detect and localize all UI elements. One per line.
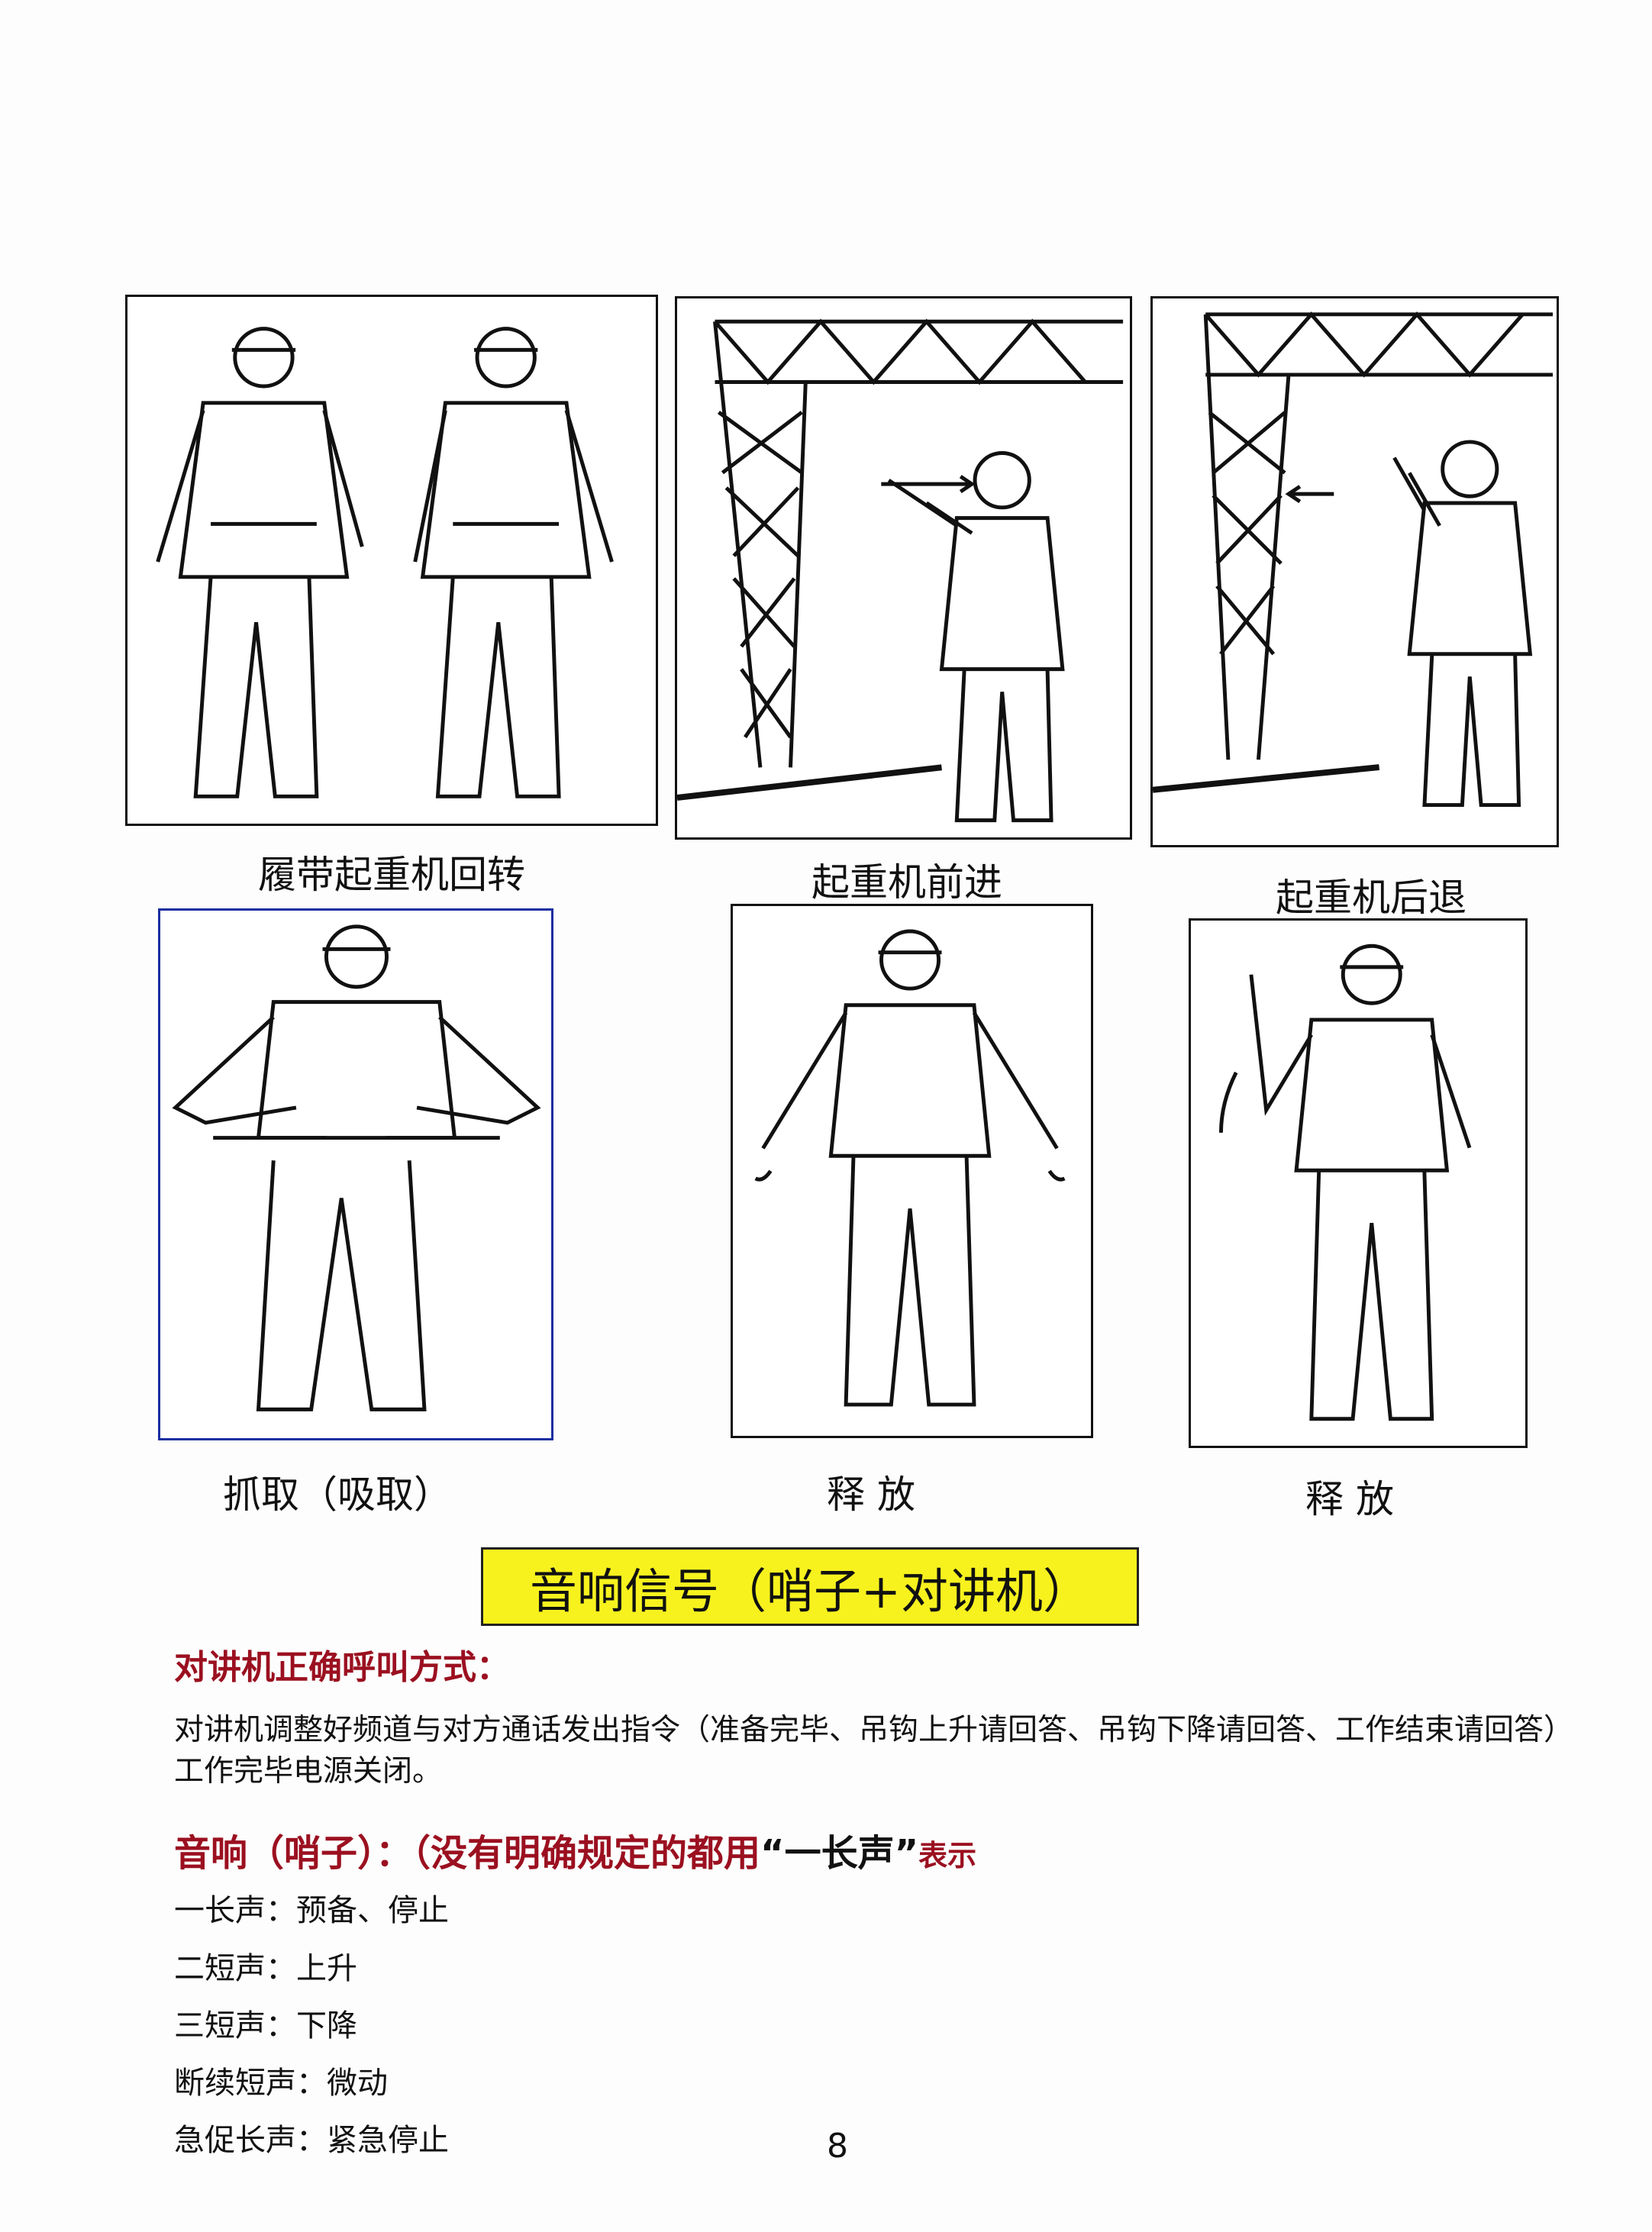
radio-call-text: 对讲机调整好频道与对方通话发出指令（准备完毕、吊钩上升请回答、吊钩下降请回答、工… xyxy=(174,1713,1559,1789)
gantry-signaler-drawing xyxy=(1153,311,1554,808)
signaler-drawing xyxy=(172,924,541,1411)
whistle-item: 急促长声：紧急停止 xyxy=(174,2123,449,2158)
page-number: 8 xyxy=(827,2127,848,2166)
illustration-release-2 xyxy=(1189,918,1528,1448)
two-signalers-drawing xyxy=(156,327,614,798)
whistle-heading-suffix: 表示 xyxy=(918,1839,977,1872)
whistle-heading: 音响（哨子）：（没有明确规定的都用“一长声”表示 xyxy=(174,1823,976,1876)
whistle-item: 一长声：预备、停止 xyxy=(174,1893,449,1928)
whistle-heading-prefix: 音响（哨子）：（没有明确规定的都用 xyxy=(174,1832,761,1875)
caption-crane-backward: 起重机后退 xyxy=(1276,876,1466,920)
signaler-drawing xyxy=(1218,943,1472,1421)
whistle-item: 二短声：上升 xyxy=(174,1951,357,1986)
caption-release-1: 释 放 xyxy=(827,1472,915,1517)
illustration-release-1 xyxy=(731,904,1093,1438)
caption-release-2: 释 放 xyxy=(1305,1477,1394,1521)
illustration-crane-forward xyxy=(675,296,1132,840)
sound-signal-banner: 音响信号（哨子+对讲机） xyxy=(481,1547,1139,1626)
signaler-drawing xyxy=(754,929,1066,1407)
illustration-crane-backward xyxy=(1150,296,1559,847)
whistle-heading-quote: “一长声” xyxy=(760,1832,919,1875)
whistle-item: 断续短声：微动 xyxy=(174,2066,388,2101)
whistle-item: 三短声：下降 xyxy=(174,2008,357,2043)
caption-crane-forward: 起重机前进 xyxy=(811,860,1002,905)
illustration-grab xyxy=(158,908,553,1440)
caption-crawler-crane-rotate: 履带起重机回转 xyxy=(258,853,525,897)
caption-grab: 抓取（吸取） xyxy=(223,1472,452,1517)
illustration-crawler-crane-rotate xyxy=(125,295,658,826)
gantry-signaler-drawing xyxy=(677,318,1124,823)
radio-call-heading: 对讲机正确呼叫方式： xyxy=(174,1648,510,1687)
